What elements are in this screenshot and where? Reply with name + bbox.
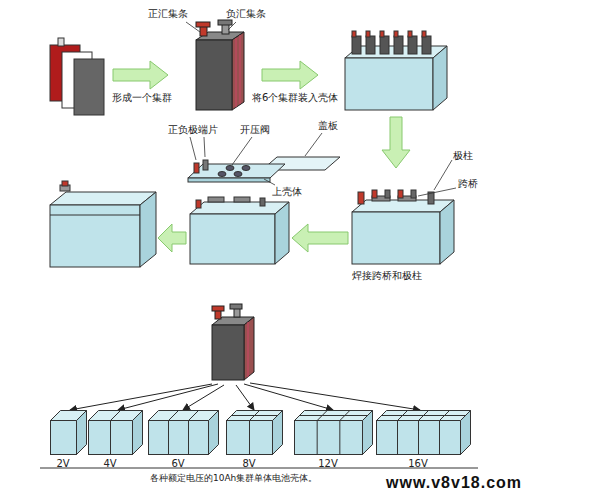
battery-case-node: 6V xyxy=(148,410,219,470)
flow-arrow xyxy=(292,224,348,252)
voltage-label: 12V xyxy=(318,458,338,470)
part-label: 跨桥 xyxy=(458,178,478,190)
case-with-clusters xyxy=(345,31,447,110)
leader-line xyxy=(228,22,236,30)
voltage-label: 8V xyxy=(242,458,255,470)
leader-line xyxy=(204,137,205,157)
leader-line xyxy=(232,137,252,165)
caption: 各种额定电压的10Ah集群单体电池壳体。 xyxy=(150,473,317,484)
battery-case-node: 12V xyxy=(294,410,373,470)
part-label: 正汇集条 xyxy=(148,8,188,20)
part-label: 盖板 xyxy=(318,120,338,132)
battery-case xyxy=(376,410,471,455)
step-label: 形成一个集群 xyxy=(112,92,172,104)
voltage-label: 6V xyxy=(171,458,184,470)
leader-line xyxy=(418,188,456,196)
flow-arrow xyxy=(113,61,168,89)
leader-line xyxy=(305,133,322,156)
watermark: www.v8v18.com xyxy=(386,474,522,492)
voltage-label: 16V xyxy=(408,458,428,470)
leader-line xyxy=(186,22,200,32)
part-label: 极柱 xyxy=(453,150,473,162)
leader-line xyxy=(264,179,275,185)
part-label: 负汇集条 xyxy=(226,8,266,20)
part-label: 上壳体 xyxy=(272,186,302,198)
leader-line xyxy=(190,137,196,160)
voltage-label: 2V xyxy=(56,458,69,470)
part-label: 开压阀 xyxy=(240,124,270,136)
battery-case xyxy=(226,410,283,455)
battery-case xyxy=(148,410,219,455)
voltage-label: 4V xyxy=(103,458,116,470)
welded-case xyxy=(352,190,454,264)
battery-case xyxy=(88,410,143,455)
battery-case-node: 4V xyxy=(88,410,143,470)
cluster xyxy=(196,20,244,110)
battery-case xyxy=(294,410,373,455)
battery-case xyxy=(50,410,87,455)
finished-battery xyxy=(50,181,156,267)
part-label: 正负极端片 xyxy=(168,124,218,136)
battery-case-node: 2V xyxy=(50,410,87,470)
leader-line xyxy=(434,160,452,190)
battery-case-node: 8V xyxy=(226,410,283,470)
step-label: 焊接跨桥和极柱 xyxy=(352,270,422,282)
battery-case-node: 16V xyxy=(376,410,471,470)
flow-arrow xyxy=(158,224,186,252)
flow-arrow xyxy=(262,61,318,89)
plates xyxy=(50,38,104,115)
fan-arrows xyxy=(70,383,420,410)
flow-arrow xyxy=(382,117,410,168)
lid-assembly xyxy=(188,157,340,264)
step-label: 将6个集群装入壳体 xyxy=(252,92,338,104)
cluster xyxy=(212,304,254,380)
